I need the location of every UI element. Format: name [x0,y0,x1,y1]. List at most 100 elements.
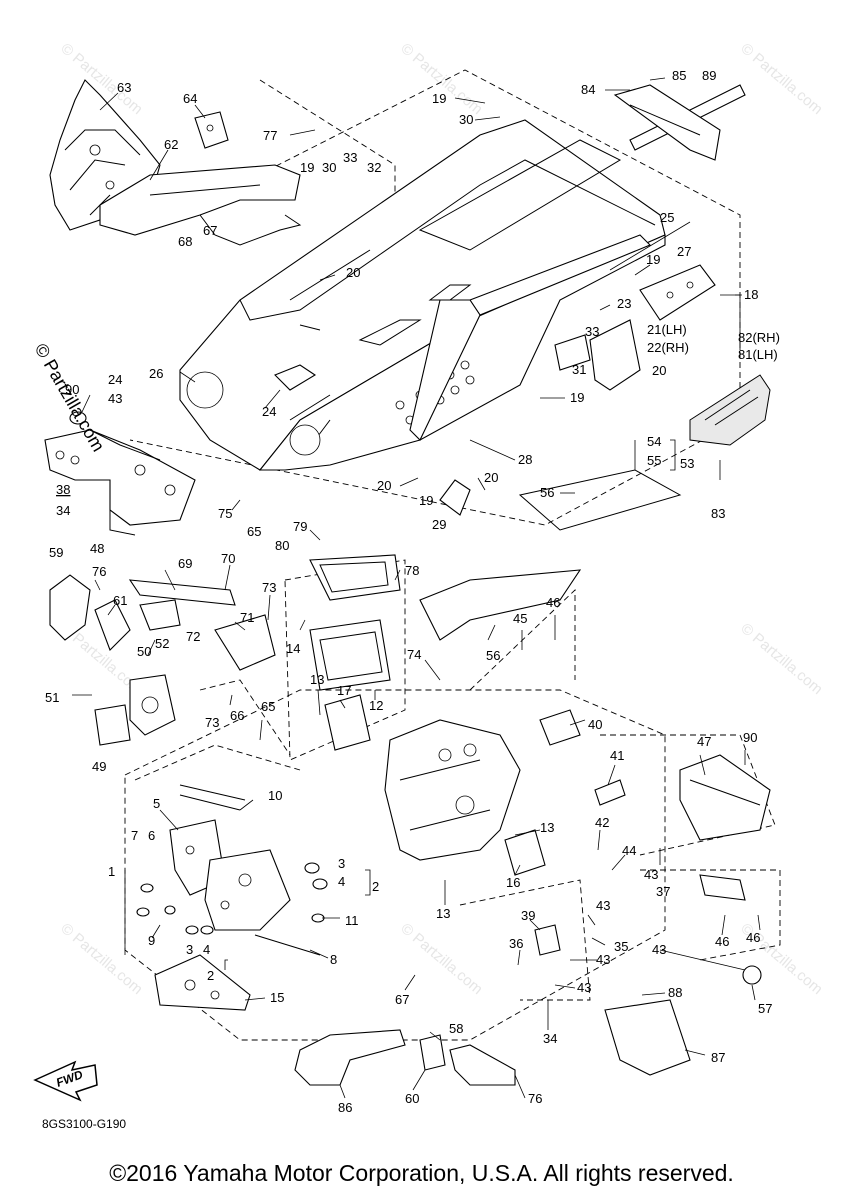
part-label: 67 [203,223,217,238]
part-label: 89 [702,68,716,83]
part-label: 90 [65,382,79,397]
part-label: 34 [543,1031,557,1046]
part-label: 54 [647,434,661,449]
part-label: 51 [45,690,59,705]
part-label: 85 [672,68,686,83]
part-87-guard [604,999,691,1076]
part-59-guard [49,574,91,641]
part-label: 43 [108,391,122,406]
part-label: 90 [743,730,757,745]
part-label: 77 [263,128,277,143]
part-label: 38 [56,482,70,497]
part-69-bracket [128,579,236,606]
diagram-code: 8GS3100-G190 [42,1117,126,1131]
part-label: 8 [330,952,337,967]
part-label: 49 [92,759,106,774]
link-outline [134,744,301,781]
part-label: 71 [240,610,254,625]
part-label: 17 [337,683,351,698]
part-label: 52 [155,636,169,651]
part-labels: 63 64 62 68 67 77 19 30 33 32 19 30 84 8… [45,68,780,1115]
part-label: 22(RH) [647,340,689,355]
part-61-plate [94,599,131,651]
part-label: 36 [509,936,523,951]
part-label: 4 [338,874,345,889]
part-label: 46 [715,934,729,949]
fwd-arrow-icon: FWD [33,1060,98,1102]
rh-bracket-outline [600,734,776,856]
lower-bracket-outline [640,869,781,961]
part-label: 86 [338,1100,352,1115]
part-label: 75 [218,506,232,521]
part-label: 63 [117,80,131,95]
part-label: 18 [744,287,758,302]
part-label: 43 [577,980,591,995]
part-label: 20 [652,363,666,378]
bushings [136,862,328,935]
copyright-notice: ©2016 Yamaha Motor Corporation, U.S.A. A… [109,1160,734,1186]
part-label: 57 [758,1001,772,1016]
part-27-bracket [639,264,716,321]
part-72-plate [139,599,181,631]
part-label: 24 [108,372,122,387]
part-label: 40 [588,717,602,732]
watermark: © Partzilla.com [737,40,825,118]
part-12-frame [309,619,391,691]
part-label: 67 [395,992,409,1007]
part-label: 6 [148,828,155,843]
part-label: 27 [677,244,691,259]
part-label: 19 [432,91,446,106]
part-label: 58 [449,1021,463,1036]
part-label: 84 [581,82,595,97]
part-label: 61 [113,593,127,608]
part-90-grommet [69,411,87,425]
part-label: 69 [178,556,192,571]
part-label: 13 [310,672,324,687]
part-label: 9 [148,933,155,948]
part-label: 3 [338,856,345,871]
mount-outline [469,588,576,691]
part-label: 74 [407,647,421,662]
part-58-duct [449,1044,516,1086]
part-label: 76 [92,564,106,579]
part-label: 43 [596,952,610,967]
part-label: 10 [268,788,282,803]
part-label: 25 [660,210,674,225]
part-86-duct [294,1029,406,1086]
part-label: 82(RH) [738,330,780,345]
part-label: 80 [275,538,289,553]
part-label: 43 [596,898,610,913]
part-label: 15 [270,990,284,1005]
part-label: 19 [419,493,433,508]
part-label: 73 [205,715,219,730]
lower-mount-outline [459,879,591,1001]
part-label: 46 [746,930,760,945]
part-39-plate [534,924,561,956]
part-label: 19 [646,252,660,267]
part-label: 64 [183,91,197,106]
part-label: 28 [518,452,532,467]
part-label: 33 [585,324,599,339]
part-label: 68 [178,234,192,249]
watermark: © Partzilla.com [397,920,485,998]
watermark: © Partzilla.com [57,920,145,998]
part-label: 42 [595,815,609,830]
part-front-bulkhead [384,719,521,861]
part-label: 20 [346,265,360,280]
link-outline [199,679,291,756]
part-label: 56 [486,648,500,663]
part-label: 2 [372,879,379,894]
part-label: 72 [186,629,200,644]
part-label: 55 [647,453,661,468]
part-78-tray [309,554,401,601]
part-label: 14 [286,641,300,656]
part-89-rear-bumper [613,84,746,161]
part-label: 53 [680,456,694,471]
part-label: 60 [405,1091,419,1106]
part-21-22-brackets [554,319,641,391]
part-label: 37 [656,884,670,899]
part-56-tank [419,569,582,641]
part-label: 81(LH) [738,347,778,362]
part-57-grommet [742,965,762,985]
